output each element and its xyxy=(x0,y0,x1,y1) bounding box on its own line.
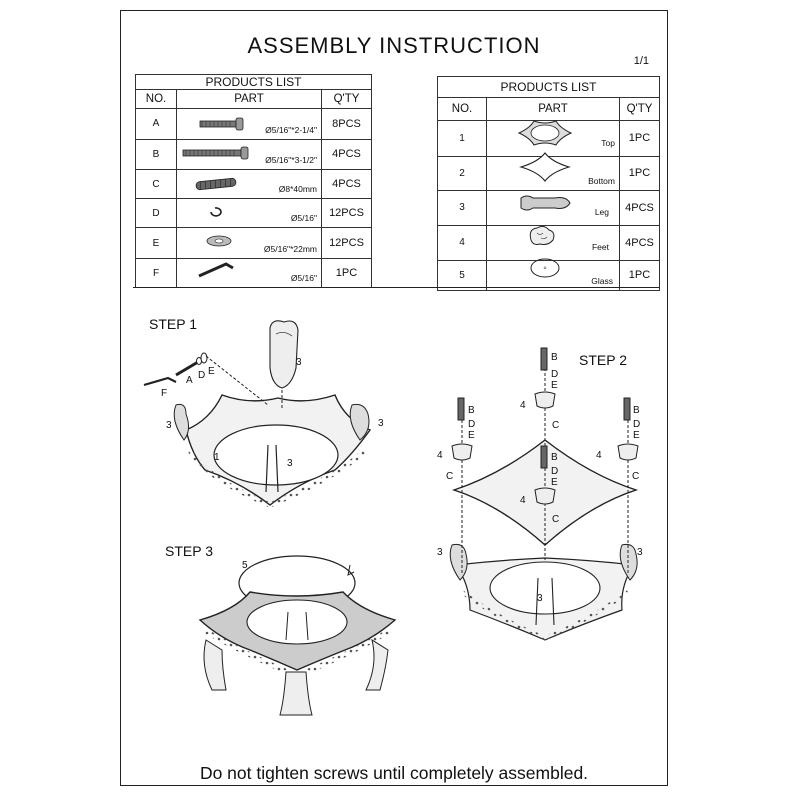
callout-b: B xyxy=(551,452,558,463)
table-top-icon xyxy=(517,120,573,146)
page-number: 1/1 xyxy=(633,55,649,67)
long-bolt-icon xyxy=(182,146,249,160)
hardware-list-table: PRODUCTS LIST NO. PART Q'TY A Ø5/16"*2-1… xyxy=(135,73,372,288)
callout-d: D xyxy=(551,369,558,380)
callout-4: 4 xyxy=(437,450,443,461)
row-no: A xyxy=(135,107,177,140)
parts-list-table: PRODUCTS LIST NO. PART Q'TY 1 Top 1PC 2 … xyxy=(437,75,660,292)
row-qty: 4PCS xyxy=(321,168,372,200)
step3-label: STEP 3 xyxy=(165,543,213,559)
part-spec: Ø8*40mm xyxy=(278,184,317,195)
parts-list-caption: PRODUCTS LIST xyxy=(437,75,660,99)
bottom-frame-icon xyxy=(519,152,571,182)
callout-3: 3 xyxy=(637,547,643,558)
flat-washer-icon xyxy=(206,235,232,247)
part-name: Leg xyxy=(594,207,609,218)
callout-5: 5 xyxy=(242,560,248,571)
step3-drawing: 5 xyxy=(198,555,397,716)
callout-c: C xyxy=(552,420,559,431)
leg-icon xyxy=(520,195,571,211)
row-no: B xyxy=(135,138,177,170)
col-qty: Q'TY xyxy=(619,97,660,121)
col-part: PART xyxy=(486,97,620,121)
dowel-icon xyxy=(195,177,237,191)
callout-3: 3 xyxy=(537,593,543,604)
col-no: NO. xyxy=(437,97,487,121)
section-divider xyxy=(133,287,659,288)
callout-b: B xyxy=(468,405,475,416)
callout-3: 3 xyxy=(437,547,443,558)
callout-d: D xyxy=(551,466,558,477)
row-no: C xyxy=(135,168,177,200)
callout-3: 3 xyxy=(166,420,172,431)
callout-b: B xyxy=(633,405,640,416)
callout-c: C xyxy=(552,514,559,525)
step1-drawing: 3 A D E F 3 3 1 3 xyxy=(143,320,384,508)
callout-3: 3 xyxy=(287,458,293,469)
bolt-icon xyxy=(199,117,244,131)
part-spec: Ø5/16" xyxy=(290,273,317,283)
row-qty: 1PC xyxy=(619,156,660,191)
step1-label: STEP 1 xyxy=(149,316,197,332)
feet-icon xyxy=(529,225,555,245)
svg-text:◦: ◦ xyxy=(543,263,547,274)
assembly-note: Do not tighten screws until completely a… xyxy=(199,763,589,783)
lock-washer-icon xyxy=(210,207,222,217)
callout-e: E xyxy=(468,430,475,441)
row-qty: 4PCS xyxy=(619,189,660,227)
part-spec: Ø5/16"*22mm xyxy=(263,244,317,255)
part-spec: Ø5/16"*3-1/2" xyxy=(265,154,317,165)
col-no: NO. xyxy=(135,89,177,109)
step2-drawing: B D E B D E B D E 4 C 4 4 C C B D E 4 C … xyxy=(437,347,643,641)
allen-key-icon xyxy=(198,262,234,278)
table-row: E Ø5/16"*22mm 12PCS xyxy=(135,227,372,260)
callout-b: B xyxy=(551,352,558,363)
row-no: 4 xyxy=(437,225,487,261)
page-title: ASSEMBLY INSTRUCTION xyxy=(247,33,541,58)
part-name: Glass xyxy=(591,276,613,286)
row-no: 2 xyxy=(437,156,487,191)
row-qty: 4PCS xyxy=(321,138,372,170)
callout-e: E xyxy=(551,477,558,488)
part-name: Feet xyxy=(591,241,609,252)
row-qty: 1PC xyxy=(619,259,660,292)
table-row: F Ø5/16" 1PC xyxy=(135,258,372,288)
step2-label: STEP 2 xyxy=(579,352,627,368)
row-no: 3 xyxy=(437,189,487,227)
callout-3: 3 xyxy=(296,357,302,368)
glass-icon: ◦ xyxy=(530,258,560,278)
row-qty: 1PC xyxy=(321,258,372,288)
callout-c: C xyxy=(446,471,453,482)
row-qty: 4PCS xyxy=(619,225,660,261)
part-spec: Ø5/16" xyxy=(290,213,317,224)
callout-a: A xyxy=(186,375,193,386)
part-name: Bottom xyxy=(588,175,615,186)
row-no: 5 xyxy=(437,259,487,292)
callout-4: 4 xyxy=(596,450,602,461)
col-qty: Q'TY xyxy=(321,89,372,109)
callout-1: 1 xyxy=(214,452,220,463)
row-no: F xyxy=(135,258,177,288)
callout-3: 3 xyxy=(378,418,384,429)
callout-e: E xyxy=(551,380,558,391)
table-row: 5 Glass 1PC xyxy=(437,259,660,292)
table-row: A Ø5/16"*2-1/4" 8PCS xyxy=(135,107,372,140)
callout-4: 4 xyxy=(520,495,526,506)
callout-e: E xyxy=(208,366,215,377)
callout-c: C xyxy=(632,471,639,482)
callout-d: D xyxy=(468,419,475,430)
callout-4: 4 xyxy=(520,400,526,411)
hardware-list-caption: PRODUCTS LIST xyxy=(135,73,372,91)
part-name: Top xyxy=(601,138,615,149)
table-row: 4 Feet 4PCS xyxy=(437,225,660,261)
row-qty: 8PCS xyxy=(321,107,372,140)
callout-d: D xyxy=(198,370,205,381)
callout-d: D xyxy=(633,419,640,430)
callout-f: F xyxy=(161,388,167,399)
part-spec: Ø5/16"*2-1/4" xyxy=(265,124,317,135)
callout-e: E xyxy=(633,430,640,441)
row-no: E xyxy=(135,227,177,260)
row-no: 1 xyxy=(437,119,487,158)
